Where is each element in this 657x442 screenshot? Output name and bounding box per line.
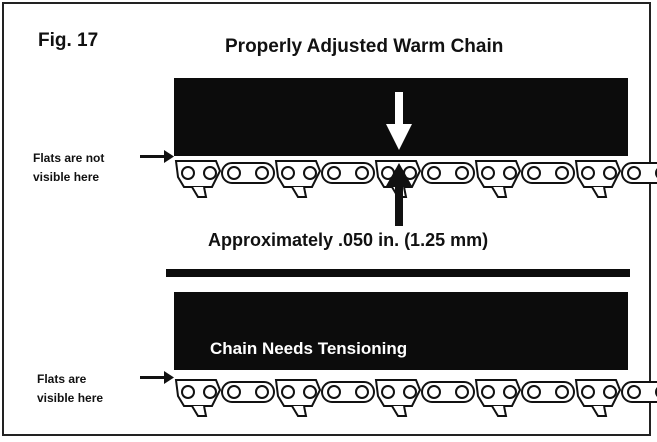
section-divider <box>166 269 630 277</box>
chain-top <box>174 160 657 198</box>
chain-link <box>574 379 622 417</box>
chain-link <box>621 381 657 403</box>
figure-title: Properly Adjusted Warm Chain <box>225 36 504 57</box>
top-flats-note-line-2: visible here <box>33 170 100 184</box>
chain-link <box>374 379 422 417</box>
arrow-down-icon <box>386 92 412 150</box>
arrow-right-icon <box>140 150 174 163</box>
bottom-flats-note-line-1: Flats are <box>37 372 87 386</box>
chain-link <box>574 160 622 198</box>
chain-link <box>421 162 475 184</box>
top-flats-note-line-1: Flats are not <box>33 151 105 165</box>
chain-link <box>174 160 222 198</box>
bottom-flats-note: Flats are visible here <box>37 370 103 408</box>
top-flats-note: Flats are not visible here <box>33 149 104 187</box>
tensioning-banner-text: Chain Needs Tensioning <box>210 339 408 358</box>
chain-link <box>321 162 375 184</box>
chain-link <box>421 381 475 403</box>
chain-link <box>321 381 375 403</box>
chain-link <box>621 162 657 184</box>
chain-link <box>221 162 275 184</box>
chain-link <box>474 160 522 198</box>
chain-link <box>174 379 222 417</box>
arrow-right-icon <box>140 371 174 384</box>
chain-link <box>274 379 322 417</box>
chain-link <box>274 160 322 198</box>
arrow-up-icon <box>386 163 412 226</box>
figure-number: Fig. 17 <box>38 30 99 51</box>
chain-link <box>221 381 275 403</box>
chain-link <box>521 381 575 403</box>
gap-measurement-label: Approximately .050 in. (1.25 mm) <box>208 230 489 250</box>
bottom-flats-note-line-2: visible here <box>37 391 104 405</box>
chain-link <box>474 379 522 417</box>
chain-bottom <box>174 379 657 417</box>
guide-bar-bottom <box>174 292 628 370</box>
chain-link <box>521 162 575 184</box>
